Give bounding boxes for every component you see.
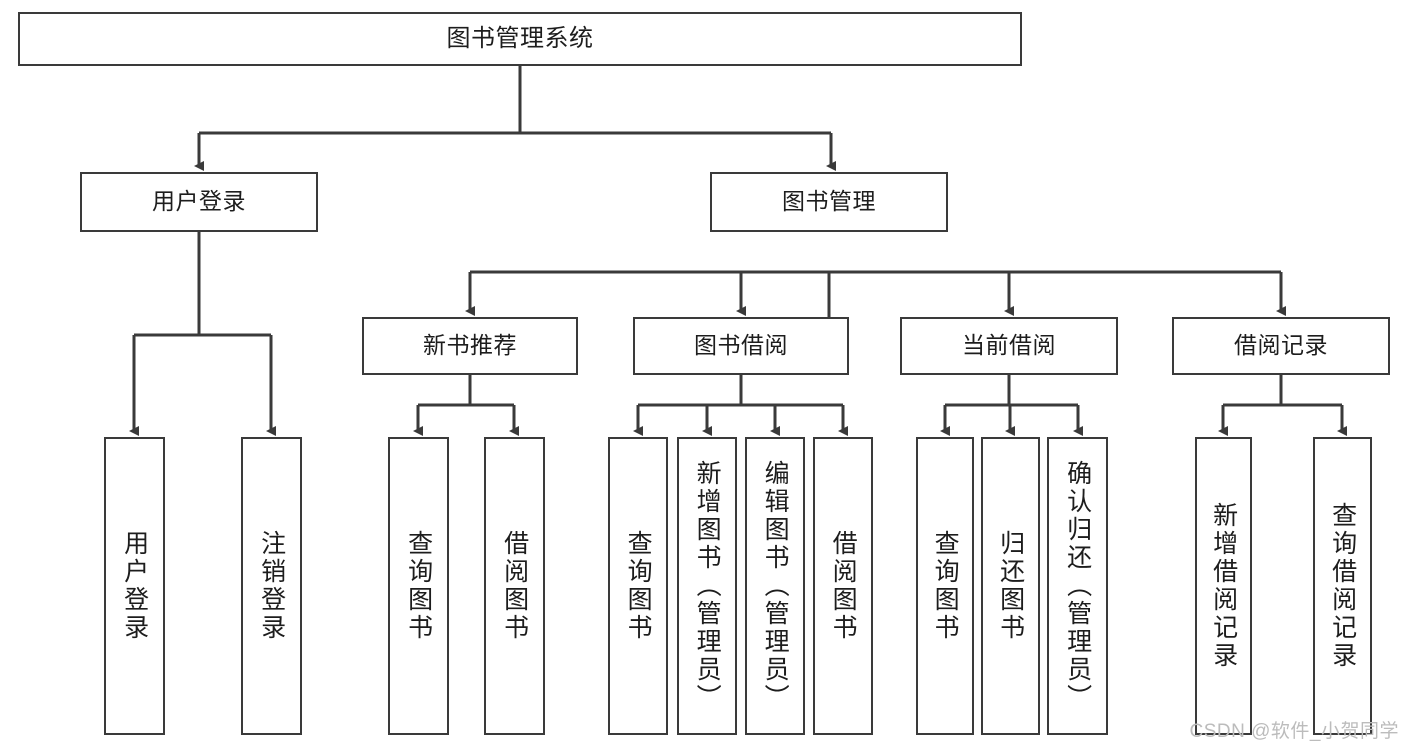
node-book-management[interactable]: 图书管理 (710, 172, 948, 232)
leaf-query-book-current-label: 查询图书 (931, 530, 960, 642)
node-book-borrow[interactable]: 图书借阅 (633, 317, 849, 375)
leaf-query-borrow-record-label: 查询借阅记录 (1328, 502, 1357, 670)
leaf-confirm-return-admin-label: 确认归还（管理员） (1063, 460, 1092, 712)
node-user-login[interactable]: 用户登录 (80, 172, 318, 232)
leaf-logout[interactable]: 注销登录 (241, 437, 302, 735)
leaf-borrow-book-label: 借阅图书 (829, 530, 858, 642)
leaf-query-book-newbook[interactable]: 查询图书 (388, 437, 449, 735)
leaf-confirm-return-admin[interactable]: 确认归还（管理员） (1047, 437, 1108, 735)
leaf-add-borrow-record-label: 新增借阅记录 (1209, 502, 1238, 670)
leaf-borrow-book[interactable]: 借阅图书 (813, 437, 873, 735)
node-root[interactable]: 图书管理系统 (18, 12, 1022, 66)
node-borrow-record-label: 借阅记录 (1234, 332, 1328, 359)
node-current-borrow-label: 当前借阅 (962, 332, 1056, 359)
node-current-borrow[interactable]: 当前借阅 (900, 317, 1118, 375)
leaf-edit-book-admin-label: 编辑图书（管理员） (761, 460, 790, 712)
leaf-add-book-admin-label: 新增图书（管理员） (693, 460, 722, 712)
leaf-query-book-borrow[interactable]: 查询图书 (608, 437, 668, 735)
leaf-logout-label: 注销登录 (257, 530, 286, 642)
node-book-management-label: 图书管理 (782, 188, 876, 215)
leaf-return-book-label: 归还图书 (996, 530, 1025, 642)
leaf-add-book-admin[interactable]: 新增图书（管理员） (677, 437, 737, 735)
node-user-login-label: 用户登录 (152, 188, 246, 215)
leaf-borrow-book-newbook[interactable]: 借阅图书 (484, 437, 545, 735)
node-root-label: 图书管理系统 (446, 24, 594, 52)
csdn-watermark: CSDN @软件_小贺同学 (1189, 721, 1399, 742)
node-new-book-recommend-label: 新书推荐 (423, 332, 517, 359)
leaf-add-borrow-record[interactable]: 新增借阅记录 (1195, 437, 1252, 735)
leaf-return-book[interactable]: 归还图书 (981, 437, 1040, 735)
leaf-query-book-current[interactable]: 查询图书 (916, 437, 974, 735)
leaf-query-borrow-record[interactable]: 查询借阅记录 (1313, 437, 1372, 735)
leaf-user-login[interactable]: 用户登录 (104, 437, 165, 735)
node-book-borrow-label: 图书借阅 (694, 332, 788, 359)
leaf-edit-book-admin[interactable]: 编辑图书（管理员） (745, 437, 805, 735)
leaf-query-book-borrow-label: 查询图书 (624, 530, 653, 642)
leaf-borrow-book-newbook-label: 借阅图书 (500, 530, 529, 642)
node-borrow-record[interactable]: 借阅记录 (1172, 317, 1390, 375)
node-new-book-recommend[interactable]: 新书推荐 (362, 317, 578, 375)
leaf-user-login-label: 用户登录 (120, 530, 149, 642)
leaf-query-book-newbook-label: 查询图书 (404, 530, 433, 642)
